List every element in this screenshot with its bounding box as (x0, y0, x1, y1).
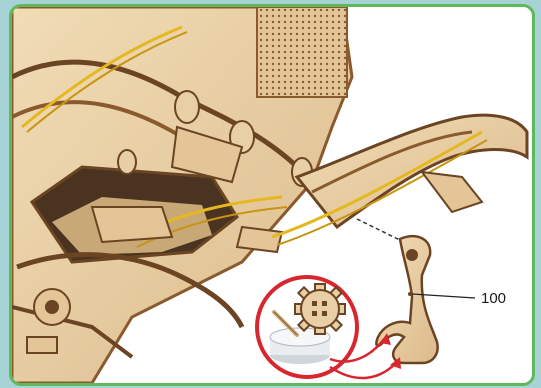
wooden-gear-icon (295, 284, 345, 334)
illustration-frame: 100 (9, 4, 535, 386)
part-number-label: 100 (481, 290, 506, 307)
assembly-illustration (12, 7, 532, 383)
